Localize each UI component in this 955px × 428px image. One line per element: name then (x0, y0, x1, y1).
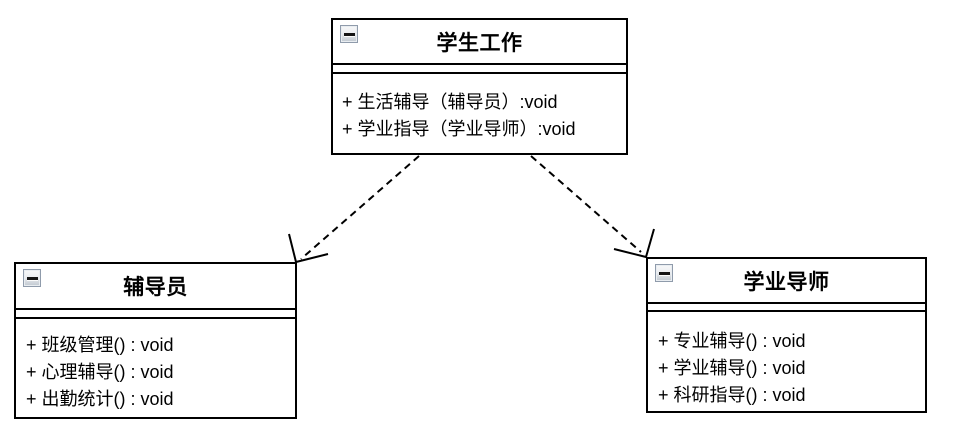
class-title-bar: 学生工作 (333, 20, 626, 65)
class-box-academic-advisor[interactable]: 学业导师 + 专业辅导() : void + 学业辅导() : void + 科… (646, 257, 927, 413)
method-item: + 生活辅导（辅导员）:void (342, 92, 558, 112)
collapse-button[interactable] (340, 25, 358, 43)
attributes-compartment (648, 304, 925, 312)
methods-compartment: + 生活辅导（辅导员）:void + 学业指导（学业导师）:void (333, 74, 626, 153)
attributes-compartment (16, 310, 295, 319)
class-title: 学业导师 (743, 270, 830, 294)
method-item: + 心理辅导() : void (26, 362, 174, 382)
class-title-bar: 学业导师 (648, 259, 925, 304)
methods-compartment: + 班级管理() : void + 心理辅导() : void + 出勤统计()… (16, 319, 295, 417)
minus-icon (26, 276, 38, 280)
collapse-button[interactable] (23, 269, 41, 287)
dependency-arrow-to-counselor[interactable] (288, 155, 420, 264)
method-item: + 专业辅导() : void (658, 331, 806, 351)
collapse-button[interactable] (655, 264, 673, 282)
method-item: + 班级管理() : void (26, 335, 174, 355)
method-item: + 学业辅导() : void (658, 358, 806, 378)
minus-icon (343, 32, 355, 36)
dependency-arrow-to-advisor[interactable] (530, 155, 655, 259)
method-item: + 学业指导（学业导师）:void (342, 119, 576, 139)
attributes-compartment (333, 65, 626, 74)
class-title-bar: 辅导员 (16, 264, 295, 310)
minus-icon (658, 271, 670, 275)
class-title: 学生工作 (436, 31, 523, 55)
method-item: + 科研指导() : void (658, 385, 806, 405)
class-box-counselor[interactable]: 辅导员 + 班级管理() : void + 心理辅导() : void + 出勤… (14, 262, 297, 419)
methods-compartment: + 专业辅导() : void + 学业辅导() : void + 科研指导()… (648, 312, 925, 411)
method-item: + 出勤统计() : void (26, 389, 174, 409)
class-box-student-work[interactable]: 学生工作 + 生活辅导（辅导员）:void + 学业指导（学业导师）:void (331, 18, 628, 155)
class-title: 辅导员 (123, 276, 188, 299)
